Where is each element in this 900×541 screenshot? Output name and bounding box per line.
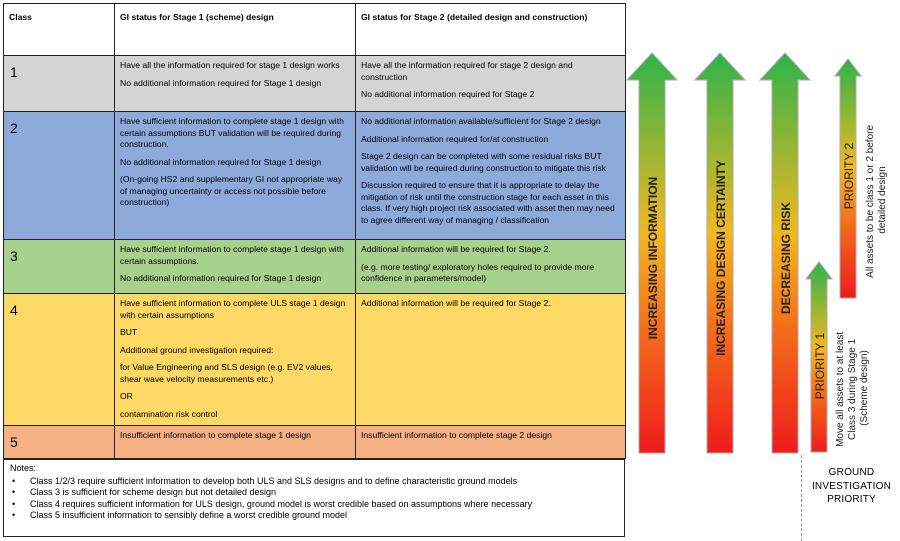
status-paragraph: Insufficient information to complete sta… xyxy=(361,430,552,440)
ground-investigation-priority-label: GROUND INVESTIGATION PRIORITY xyxy=(811,467,892,505)
header-class: Class xyxy=(3,3,115,56)
status-paragraph: Additional information required for/at c… xyxy=(361,133,549,144)
arrow-label-priority-2: PRIORITY 2 xyxy=(842,142,856,209)
header-stage1: GI status for Stage 1 (scheme) design xyxy=(114,3,356,56)
status-paragraph: Insufficient information to complete sta… xyxy=(120,430,311,440)
status-paragraph: Have sufficient information to complete … xyxy=(120,116,344,149)
class-row-1: 1 Have all the information required for s… xyxy=(3,55,626,112)
stage1-status: Have all the information required for st… xyxy=(114,55,356,112)
note-item: Class 1/2/3 require sufficient informati… xyxy=(10,476,618,488)
priority2-note-line: All assets to be class 1 or 2 before xyxy=(865,125,876,278)
stage2-status: Additional information will be required … xyxy=(355,239,626,294)
stage2-status: Insufficient information to complete sta… xyxy=(355,425,626,459)
status-paragraph: Stage 2 design can be completed with som… xyxy=(361,151,607,173)
notes-list: Class 1/2/3 require sufficient informati… xyxy=(10,476,618,522)
stage1-status: Insufficient information to complete sta… xyxy=(114,425,356,459)
note-item: Class 4 requires sufficient information … xyxy=(10,499,618,511)
notes-title: Notes: xyxy=(10,463,37,473)
status-paragraph: Have sufficient information to complete … xyxy=(120,244,344,266)
status-paragraph: Have all the information required for st… xyxy=(120,60,340,70)
priority2-note-line: detailed design xyxy=(877,166,888,233)
arrow-label-decreasing-risk: DECREASING RISK xyxy=(779,202,793,314)
status-paragraph: No additional information available/suff… xyxy=(361,116,601,126)
status-paragraph: for Value Engineering and SLS design (e.… xyxy=(120,362,333,384)
stage1-status: Have sufficient information to complete … xyxy=(114,111,356,240)
class-number: 3 xyxy=(3,239,115,294)
header-stage2: GI status for Stage 2 (detailed design a… xyxy=(355,3,626,56)
priority1-note-line: Move all assets to at least xyxy=(835,332,846,447)
priority1-note-line: (Scheme design) xyxy=(859,350,870,426)
stage2-status: Have all the information required for st… xyxy=(355,55,626,112)
arrow-label-increasing-information: INCREASING INFORMATION xyxy=(646,177,660,339)
status-paragraph: (e.g. more testing/ exploratory holes re… xyxy=(361,261,595,284)
class-row-5: 5 Insufficient information to complete st… xyxy=(3,425,626,459)
status-paragraph: Additional information will be required … xyxy=(361,298,551,308)
gi-status-table: Class GI status for Stage 1 (scheme) des… xyxy=(3,3,626,459)
notes-box: Notes: Class 1/2/3 require sufficient in… xyxy=(3,459,625,537)
status-paragraph: No additional information required for S… xyxy=(120,77,322,88)
arrow-label-increasing-design-certainty: INCREASING DESIGN CERTAINTY xyxy=(714,160,728,356)
stage1-status: Have sufficient information to complete … xyxy=(114,293,356,426)
note-item: Class 5 insufficient information to sens… xyxy=(10,510,618,522)
arrow-increasing-information: INCREASING INFORMATION xyxy=(625,52,679,454)
status-paragraph: (On-going HS2 and supplementary GI not a… xyxy=(120,174,343,207)
arrow-decreasing-risk: DECREASING RISK xyxy=(758,52,812,454)
stage2-status: No additional information available/suff… xyxy=(355,111,626,240)
status-paragraph: Additional information will be required … xyxy=(361,244,551,254)
status-paragraph: No additional information required for S… xyxy=(120,156,322,167)
svg-text:All assets to be class 1 or 2: All assets to be class 1 or 2 before det… xyxy=(865,122,888,278)
status-paragraph: OR xyxy=(120,391,133,401)
class-number: 1 xyxy=(3,55,115,112)
svg-text:Move all assets to at least: Move all assets to at least Class 3 duri… xyxy=(835,329,870,447)
status-paragraph: contamination risk control xyxy=(120,408,218,419)
status-paragraph: No additional information required for S… xyxy=(361,89,535,99)
note-item: Class 3 is sufficient for scheme design … xyxy=(10,487,618,499)
arrow-priority-1: PRIORITY 1 Move all assets to at least C… xyxy=(804,261,870,453)
status-paragraph: Additional ground investigation required… xyxy=(120,344,274,355)
status-paragraph: BUT xyxy=(120,327,138,337)
status-paragraph: Have all the information required for st… xyxy=(361,60,573,82)
arrow-label-priority-1: PRIORITY 1 xyxy=(813,332,827,399)
table-header-row: Class GI status for Stage 1 (scheme) des… xyxy=(3,3,626,56)
status-paragraph: Have sufficient information to complete … xyxy=(120,298,346,320)
priority1-note-line: Class 3 during Stage 1 xyxy=(847,338,858,440)
arrow-priority-2: PRIORITY 2 All assets to be class 1 or 2… xyxy=(833,58,888,299)
ground-investigation-divider xyxy=(801,455,802,541)
arrow-increasing-design-certainty: INCREASING DESIGN CERTAINTY xyxy=(693,52,747,454)
stage2-status: Additional information will be required … xyxy=(355,293,626,426)
stage1-status: Have sufficient information to complete … xyxy=(114,239,356,294)
class-number: 5 xyxy=(3,425,115,459)
status-paragraph: Discussion required to ensure that it is… xyxy=(361,180,615,225)
status-paragraph: No additional information required for S… xyxy=(120,273,322,283)
